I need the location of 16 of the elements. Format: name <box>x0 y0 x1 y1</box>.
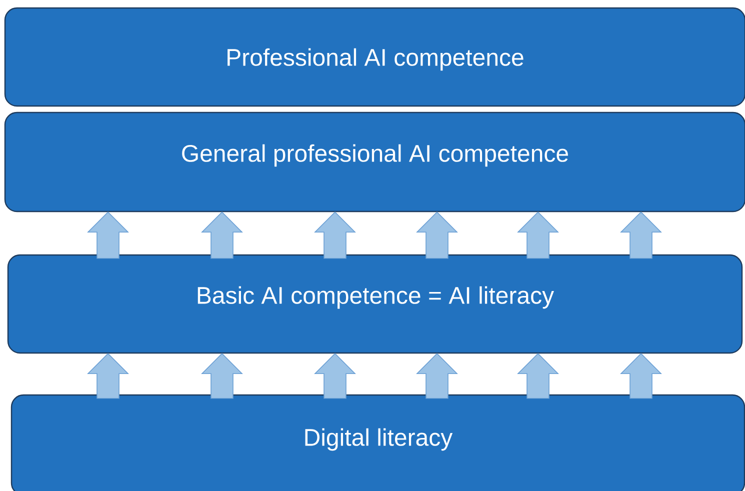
block-arrow <box>517 353 559 399</box>
block-arrow <box>87 212 129 259</box>
layer-box: Digital literacy <box>10 394 745 491</box>
block-arrow <box>517 212 559 259</box>
block-arrow <box>87 353 129 399</box>
layer-box: Basic AI competence = AI literacy <box>7 254 743 354</box>
block-arrow <box>620 212 662 259</box>
block-arrow <box>201 212 243 259</box>
block-arrow <box>314 212 356 259</box>
layer-box: General professional AI competence <box>4 112 745 212</box>
block-arrow <box>314 353 356 399</box>
block-arrow <box>201 353 243 399</box>
block-arrow <box>416 353 458 399</box>
block-arrow <box>416 212 458 259</box>
block-arrow <box>620 353 662 399</box>
layer-box: Professional AI competence <box>4 7 745 107</box>
